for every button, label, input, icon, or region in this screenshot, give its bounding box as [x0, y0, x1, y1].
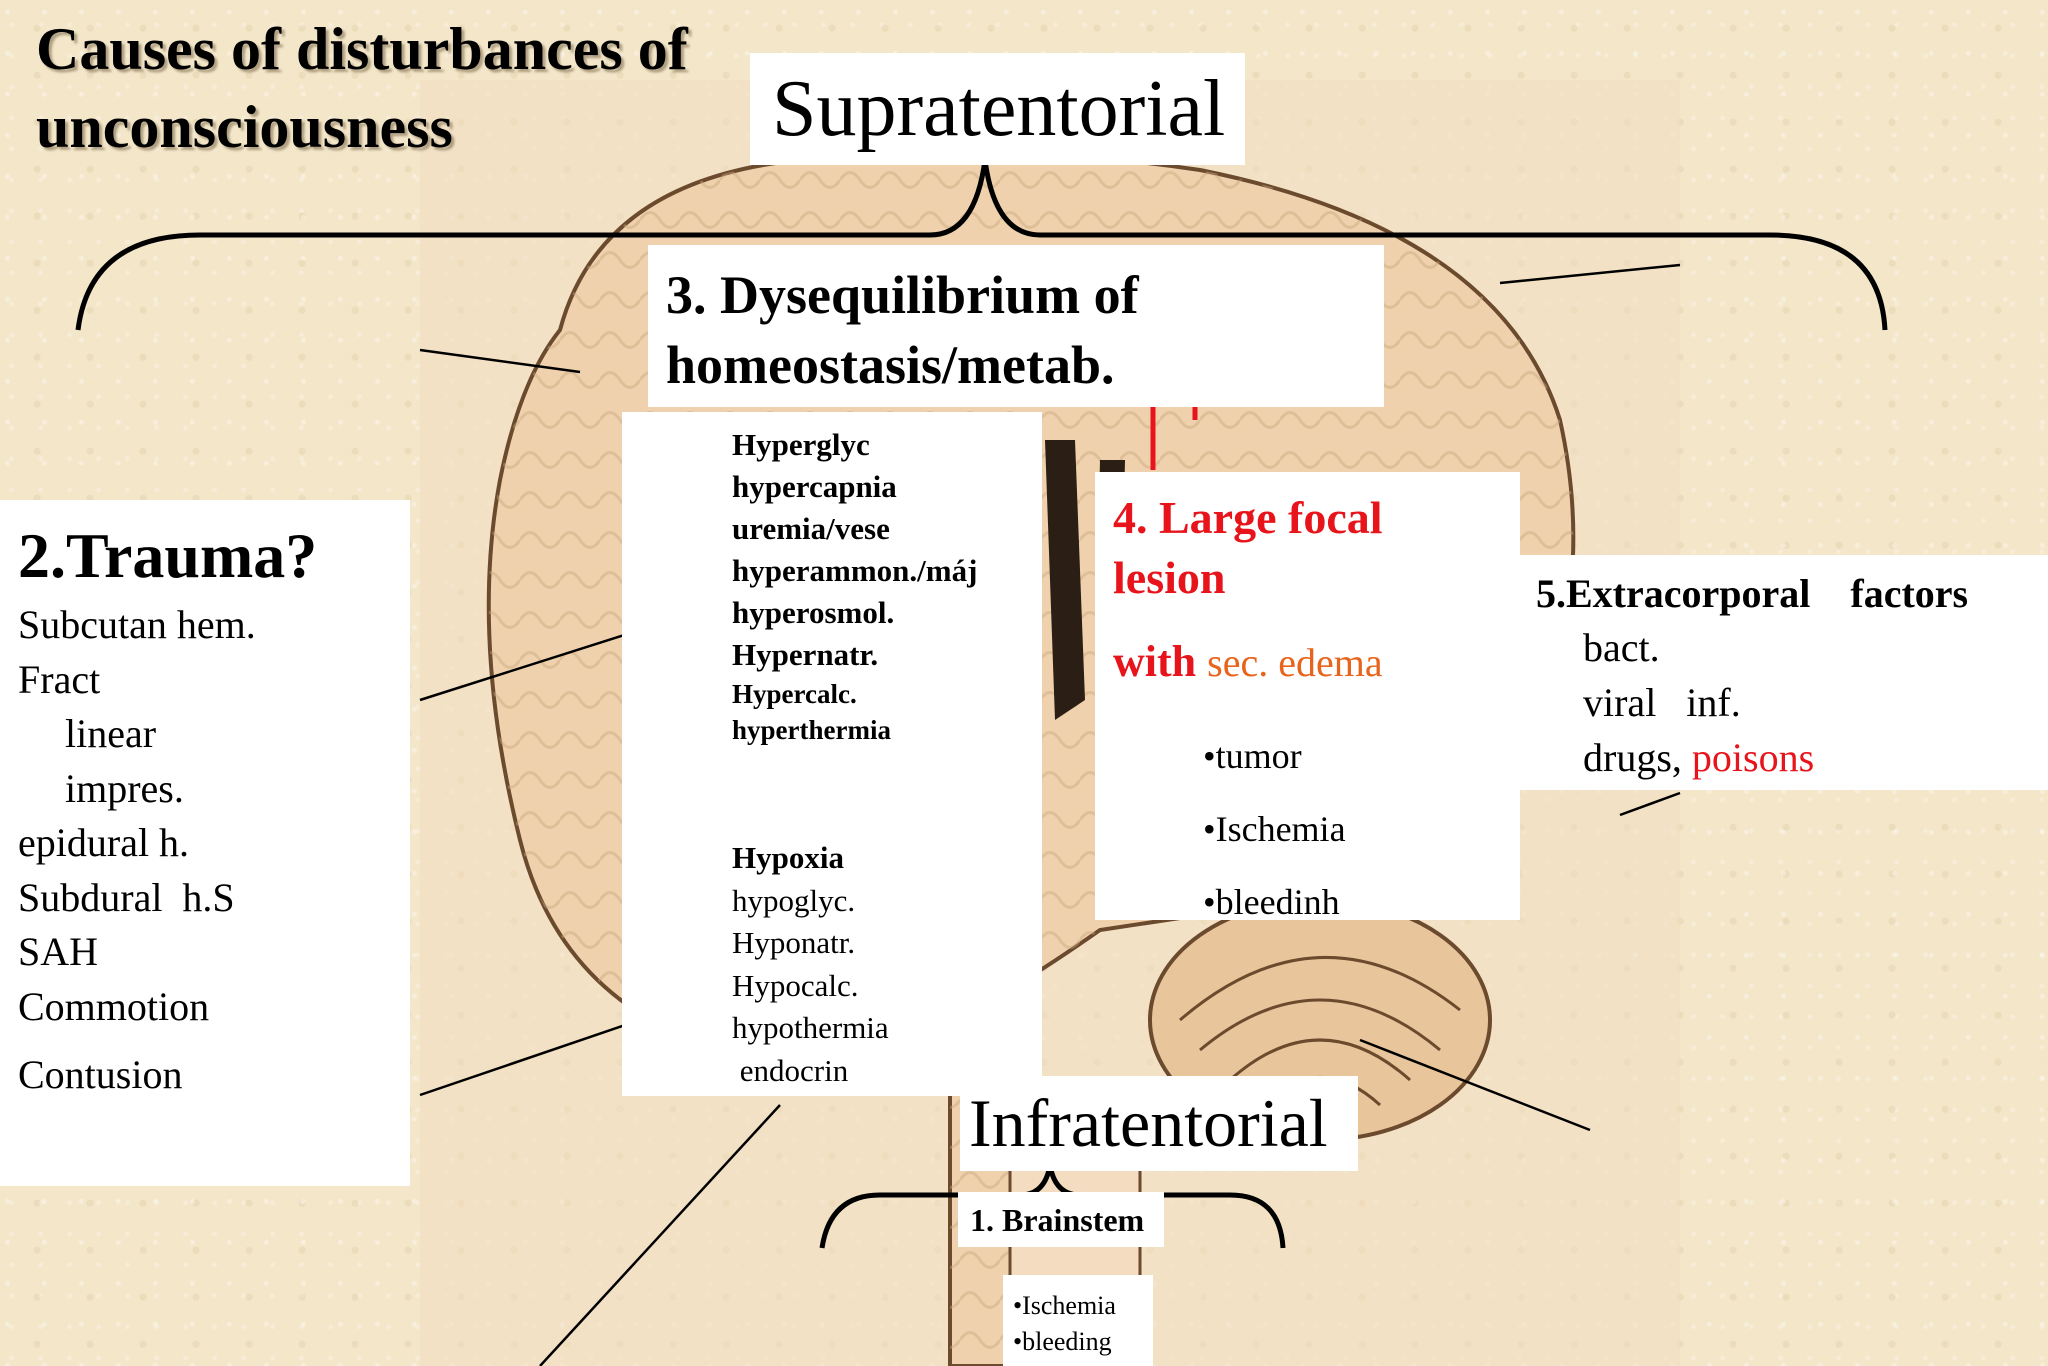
slide-title-line1: Causes of disturbances of: [36, 16, 688, 82]
focal-item: •tumor: [1203, 736, 1302, 776]
supratentorial-label: Supratentorial: [772, 65, 1226, 153]
extracorporal-item-drugs: drugs, poisons: [1583, 730, 1814, 785]
focal-list: •tumor •Ischemia •bleedinh: [1203, 720, 1346, 939]
poisons-label: poisons: [1691, 735, 1815, 780]
increased-item: Hypernatr.: [732, 637, 879, 672]
trauma-item: Subdural h.S: [18, 874, 235, 920]
decreased-item: endocrin: [732, 1052, 849, 1088]
trauma-item: Contusion: [18, 1052, 183, 1097]
brainstem-item: •Ischemia: [1013, 1291, 1116, 1320]
trauma-item: epidural h.: [18, 820, 190, 865]
infratentorial-box: Infratentorial: [960, 1076, 1358, 1171]
focal-item: •Ischemia: [1203, 809, 1346, 849]
trauma-item: Commotion: [18, 983, 210, 1029]
decreased-item: Hypoxia: [732, 840, 844, 875]
brainstem-list-box: •Ischemia •bleeding: [1003, 1275, 1153, 1366]
trauma-item: Fract: [18, 656, 101, 702]
slide-title-line2: unconsciousness: [36, 94, 453, 160]
extracorporal-item: bact.: [1583, 625, 1660, 670]
increased-item: hyperosmol.: [732, 595, 895, 630]
infratentorial-label: Infratentorial: [969, 1085, 1328, 1161]
focal-lesion-box: 4. Large focal lesion with sec. edema •t…: [1095, 472, 1520, 922]
increased-item: hyperammon./máj: [732, 553, 978, 588]
with-label: with: [1113, 637, 1197, 686]
dysequilibrium-heading-box: 3. Dysequilibrium of homeostasis/metab.: [648, 245, 1384, 407]
focal-heading-line2: lesion: [1113, 552, 1226, 603]
extracorporal-heading: 5.Extracorporal factors: [1536, 571, 1969, 616]
focal-heading-line1: 4. Large focal: [1113, 492, 1383, 543]
increased-item: Hypercalc.: [732, 679, 857, 709]
extracorporal-item: viral inf.: [1583, 680, 1741, 725]
decreased-list: Hypoxia hypoglyc. Hyponatr. Hypocalc. hy…: [732, 837, 889, 1092]
extracorporal-list: bact. viral inf. drugs, poisons: [1583, 620, 1814, 785]
dysequilibrium-heading-line2: homeostasis/metab.: [666, 335, 1115, 395]
trauma-item: SAH: [18, 929, 99, 974]
slide-title: Causes of disturbances of unconsciousnes…: [36, 10, 688, 166]
extracorporal-box: 5.Extracorporal factors bact. viral inf.…: [1520, 555, 2048, 790]
brainstem-heading-box: 1. Brainstem: [958, 1192, 1164, 1247]
increased-item: uremia/vese: [732, 511, 890, 546]
trauma-box: 2.Trauma? Subcutan hem. Fract linear imp…: [0, 500, 410, 1186]
increased-item: hypercapnia: [732, 469, 897, 504]
increased-item: hyperthermia: [732, 715, 891, 745]
decreased-item: Hypocalc.: [732, 967, 859, 1003]
focal-item: •bleedinh: [1203, 882, 1340, 922]
dysequilibrium-heading-line1: 3. Dysequilibrium of: [666, 265, 1139, 325]
trauma-item: linear: [65, 711, 157, 756]
supratentorial-box: Supratentorial: [750, 53, 1245, 165]
brainstem-item: •bleeding: [1013, 1327, 1112, 1356]
edema-label: sec. edema: [1207, 640, 1383, 685]
focal-edema-line: with sec. edema: [1113, 632, 1383, 693]
decreased-item: hypoglyc.: [732, 882, 856, 918]
dysequilibrium-list-box: Hyperglyc hypercapnia uremia/vese hypera…: [622, 412, 1042, 1096]
decreased-item: Hyponatr.: [732, 925, 856, 960]
trauma-list: Subcutan hem. Fract linear impres. epidu…: [18, 598, 256, 1103]
trauma-item: impres.: [65, 765, 184, 811]
increased-list: Hyperglyc hypercapnia uremia/vese hypera…: [732, 424, 977, 748]
brainstem-list: •Ischemia •bleeding: [1003, 1275, 1153, 1360]
trauma-item: Subcutan hem.: [18, 602, 256, 647]
trauma-heading: 2.Trauma?: [18, 520, 318, 591]
increased-item: Hyperglyc: [732, 427, 870, 462]
brainstem-heading: 1. Brainstem: [970, 1202, 1145, 1238]
drugs-label: drugs,: [1583, 735, 1682, 780]
decreased-item: hypothermia: [732, 1010, 889, 1045]
